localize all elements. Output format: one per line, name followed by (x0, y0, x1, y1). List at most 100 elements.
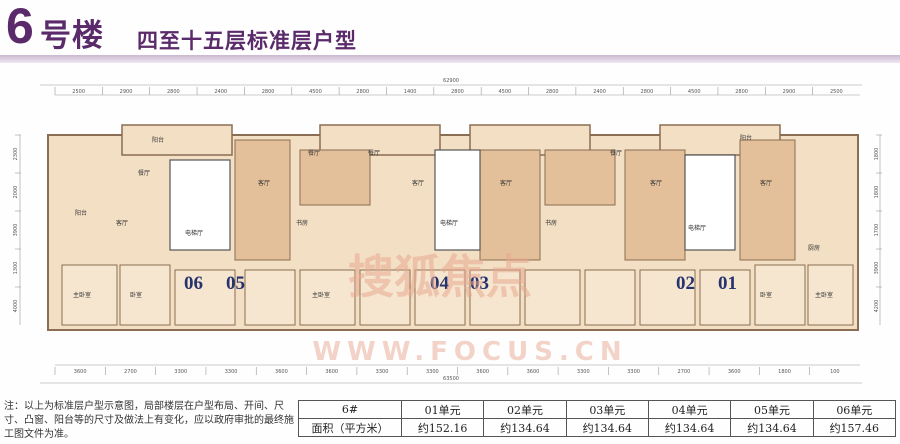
unit-label-05: 05 (226, 273, 245, 294)
dimension-label: 3300 (577, 369, 590, 375)
dimension-label: 1800 (874, 148, 880, 161)
room-label-master-3: 主卧室 (815, 291, 833, 299)
dimension-label: 1800 (778, 369, 791, 375)
dimension-label: 100 (830, 369, 840, 375)
room-label-dining-2: 餐厅 (308, 149, 320, 157)
left-dimension-labels: 2300 2000 3900 1300 4000 (13, 134, 21, 313)
table-cell: 04单元 (647, 400, 732, 419)
room-label-master-2: 主卧室 (312, 291, 330, 299)
dimension-label: 3300 (174, 369, 187, 375)
bottom-dimension-labels: 3600 2700 3300 3300 3600 3600 3300 3300 3600 3600… (54, 367, 840, 375)
room-label-balcony: 阳台 (152, 136, 164, 144)
table-cell: 面积（平方米） (298, 418, 402, 437)
dimension-label: 3600 (325, 369, 338, 375)
table-cell: 约152.16 (400, 418, 485, 437)
dimension-label: 1300 (13, 262, 19, 275)
dimension-label: 3300 (225, 369, 238, 375)
room-label-dining-4: 餐厅 (610, 149, 622, 157)
dimension-label: 2000 (13, 186, 19, 199)
dimension-label: 3600 (74, 369, 87, 375)
dimension-label: 1800 (874, 186, 880, 199)
table-cell: 约157.46 (812, 418, 897, 437)
dimension-label: 2800 (262, 89, 275, 95)
watermark-brand: 搜狐焦点 (348, 250, 532, 304)
room-label-living-4: 客厅 (500, 179, 512, 187)
dimension-label: 2900 (783, 89, 796, 95)
room-label-living-2: 客厅 (258, 179, 270, 187)
table-cell: 6# (298, 400, 402, 419)
table-cell: 约134.64 (483, 418, 567, 437)
dimension-label: 2300 (13, 148, 19, 161)
dimension-label: 4500 (309, 89, 322, 95)
dimension-label: 2700 (678, 369, 691, 375)
dimension-label: 2800 (641, 89, 654, 95)
dimension-label: 3900 (874, 262, 880, 275)
disclaimer-note: 注：以上为标准层户型示意图，局部楼层在户型布局、开间、尺寸、凸窗、阳台等的尺寸及… (4, 401, 294, 440)
room-label-study: 书房 (296, 219, 308, 227)
floor-plan: 62900 2500 2900 2800 2400 2800 4500 2800 1400 28… (13, 78, 882, 384)
dimension-label: 2500 (830, 89, 843, 95)
building-label: 号楼 (40, 18, 104, 54)
table-cell: 约134.64 (565, 418, 649, 437)
dimension-label: 3300 (627, 369, 640, 375)
table-cell: 05单元 (730, 400, 814, 419)
room-label-living-5: 客厅 (650, 179, 662, 187)
dimension-label: 2400 (214, 89, 227, 95)
dimension-label: 2800 (735, 89, 748, 95)
dimension-label: 1400 (404, 89, 417, 95)
unit-label-03: 03 (470, 273, 489, 294)
right-dimension-labels: 1800 1800 1700 3900 4200 (874, 134, 882, 313)
dimension-label: 3300 (426, 369, 439, 375)
room-label-balcony-left: 阳台 (75, 209, 87, 217)
table-row: 面积（平方米） 约152.16 约134.64 约134.64 约134.64 … (298, 418, 897, 437)
table-cell: 约134.64 (730, 418, 814, 437)
table-cell: 03单元 (565, 400, 649, 419)
room-label-study-2: 书房 (545, 219, 557, 227)
dimension-label: 4200 (874, 300, 880, 313)
table-cell: 02单元 (483, 400, 567, 419)
title-rule (0, 55, 900, 63)
dimension-label: 2800 (167, 89, 180, 95)
dimension-label: 4500 (498, 89, 511, 95)
dimension-label: 3600 (476, 369, 489, 375)
room-label-master: 主卧室 (73, 291, 91, 299)
dimension-label: 3300 (376, 369, 389, 375)
dimension-label: 3600 (728, 369, 741, 375)
dimension-label: 4000 (13, 300, 19, 313)
dimension-label: 3600 (527, 369, 540, 375)
dimension-label: 4500 (688, 89, 701, 95)
room-label-living-3: 客厅 (412, 179, 424, 187)
room-label-balcony-2: 阳台 (740, 134, 752, 142)
watermark-url: WWW.FOCUS.CN (312, 337, 627, 367)
room-label-bedroom-2: 卧室 (760, 291, 772, 299)
dimension-label: 1700 (874, 224, 880, 237)
floor-plan-subtitle: 四至十五层标准层户型 (137, 29, 357, 53)
table-header-row: 6# 01单元 02单元 03单元 04单元 05单元 06单元 (298, 400, 897, 419)
unit-label-02: 02 (676, 273, 695, 294)
dimension-label: 2800 (451, 89, 464, 95)
dimension-label: 2700 (124, 369, 137, 375)
dim-total-top: 62900 (443, 78, 459, 84)
building-number: 6 (6, 0, 34, 54)
dimension-label: 3900 (13, 224, 19, 237)
dimension-label: 2400 (593, 89, 606, 95)
room-label-dining-3: 餐厅 (368, 149, 380, 157)
table-cell: 约134.64 (647, 418, 732, 437)
dim-total-bottom: 63500 (443, 376, 459, 382)
unit-label-01: 01 (718, 273, 737, 294)
dimension-label: 2800 (356, 89, 369, 95)
table-cell: 01单元 (400, 400, 485, 419)
room-label-elevator: 电梯厅 (185, 229, 203, 237)
room-label-elevator-3: 电梯厅 (688, 224, 706, 232)
unit-area-table: 6# 01单元 02单元 03单元 04单元 05单元 06单元 面积（平方米）… (298, 400, 897, 437)
dimension-label: 3600 (275, 369, 288, 375)
dimension-label: 2800 (546, 89, 559, 95)
room-label-dining: 餐厅 (138, 169, 150, 177)
dimension-label: 2900 (120, 89, 133, 95)
table-cell: 06单元 (812, 400, 897, 419)
top-dimension-labels: 2500 2900 2800 2400 2800 4500 2800 1400 2800 4500… (54, 87, 843, 95)
unit-label-06: 06 (184, 273, 203, 294)
building-outline (47, 124, 859, 331)
room-label-kitchen: 厨房 (808, 244, 820, 252)
room-label-living: 客厅 (116, 219, 128, 227)
